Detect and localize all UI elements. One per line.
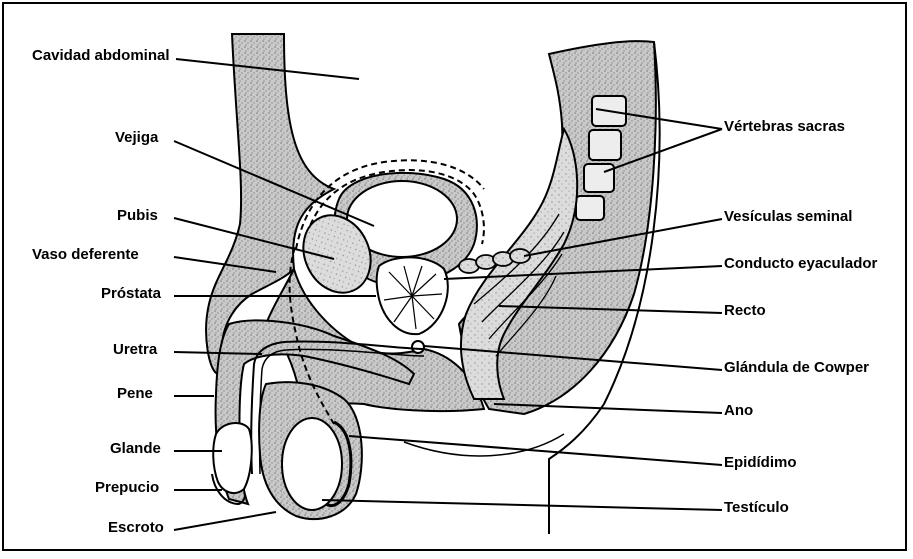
label-seminal-vesicles: Vesículas seminal — [724, 208, 852, 226]
thigh-contour — [404, 434, 564, 456]
testicle-shape — [282, 418, 342, 510]
glans-shape — [213, 423, 252, 493]
label-rectum: Recto — [724, 302, 766, 320]
label-epididymis: Epidídimo — [724, 454, 797, 472]
label-glans: Glande — [110, 440, 161, 458]
label-testicle: Testículo — [724, 499, 789, 517]
label-penis: Pene — [117, 385, 153, 403]
label-pubis: Pubis — [117, 207, 158, 225]
label-prostate: Próstata — [101, 285, 161, 303]
label-sacral-vertebrae: Vértebras sacras — [724, 118, 845, 136]
label-abdominal-cavity: Cavidad abdominal — [32, 47, 170, 65]
label-anus: Ano — [724, 402, 753, 420]
label-scrotum: Escroto — [108, 519, 164, 537]
label-prepuce: Prepucio — [95, 479, 159, 497]
label-urethra: Uretra — [113, 341, 157, 359]
label-vas-deferens: Vaso deferente — [32, 246, 139, 264]
label-cowper-gland: Glándula de Cowper — [724, 359, 869, 377]
diagram-frame: Cavidad abdominal Vejiga Pubis Vaso defe… — [2, 2, 907, 551]
cowper-gland — [412, 341, 424, 353]
label-bladder: Vejiga — [115, 129, 158, 147]
label-ejaculatory-duct: Conducto eyaculador — [724, 255, 877, 273]
